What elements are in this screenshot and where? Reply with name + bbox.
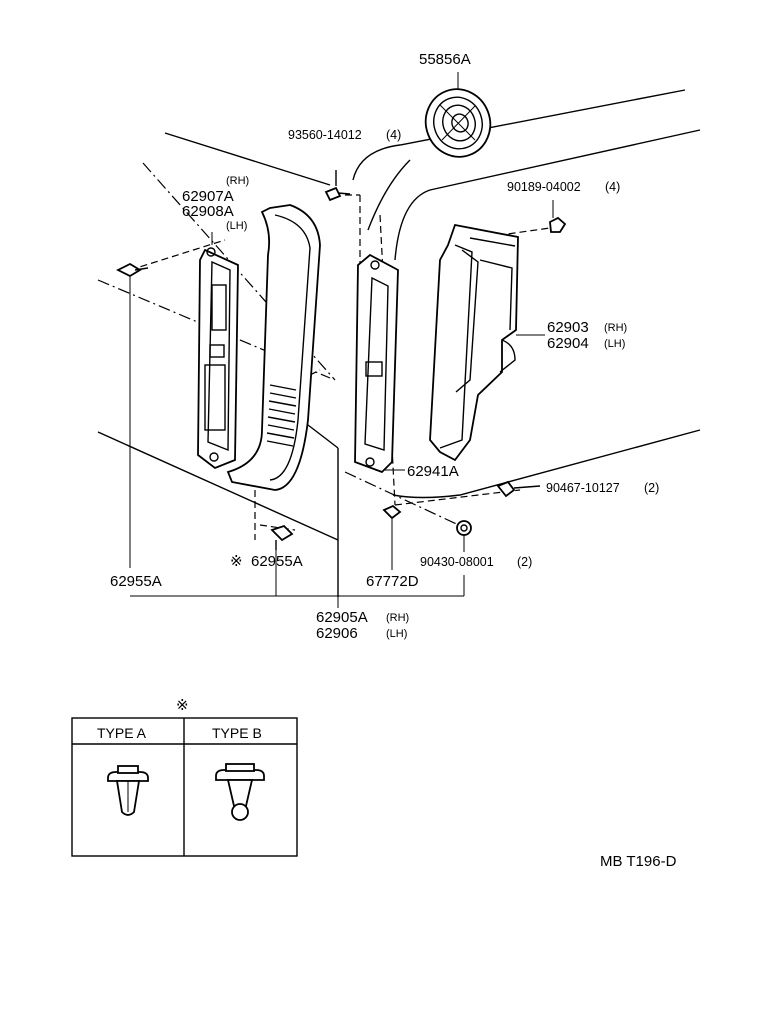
label-trim-rh-tag: (RH)	[386, 612, 409, 624]
label-clip-mark: ※	[230, 553, 243, 570]
label-garnish-lh: 62908A	[182, 203, 234, 220]
reference-code: MB T196-D	[600, 853, 677, 870]
screw-top	[324, 170, 351, 202]
legend-mark: ※	[176, 697, 189, 714]
grille-speaker-cover	[424, 88, 492, 158]
garnish-left	[197, 247, 239, 470]
label-nut: 90430-08001	[420, 555, 494, 569]
clip-center	[270, 524, 294, 550]
legend-type-a: TYPE A	[97, 725, 147, 741]
screw-right	[496, 480, 541, 498]
label-duct-rh-tag: (RH)	[604, 322, 627, 334]
nut-90430	[456, 520, 472, 552]
leader-lines	[129, 72, 545, 608]
label-duct-lh-tag: (LH)	[604, 338, 625, 350]
clip-top-right	[549, 200, 567, 233]
label-clip-top-right-qty: (4)	[605, 180, 620, 194]
label-rh-top: (RH)	[226, 175, 249, 187]
label-clip-top-right: 90189-04002	[507, 180, 581, 194]
air-duct	[429, 223, 519, 462]
label-bracket: 62941A	[407, 463, 459, 480]
type-b-clip-icon	[215, 763, 265, 821]
bracket-frame	[354, 253, 399, 474]
clip-left-top	[115, 262, 149, 278]
clip-67772	[382, 504, 402, 570]
part-labels: 55856A 93560-14012 (4) (RH) 62907A 62908…	[110, 51, 659, 642]
label-screw-right-qty: (2)	[644, 481, 659, 495]
label-trim-lh: 62906	[316, 625, 358, 642]
label-screw-top-qty: (4)	[386, 128, 401, 142]
label-trim-rh: 62905A	[316, 609, 368, 626]
vent-slots	[266, 384, 297, 447]
type-a-clip-icon	[107, 765, 149, 816]
body-outline	[97, 89, 701, 541]
label-clip-67772: 67772D	[366, 573, 419, 590]
label-lh-top: (LH)	[226, 220, 247, 232]
label-clip-left: 62955A	[110, 573, 162, 590]
label-duct-rh: 62903	[547, 319, 589, 336]
legend-type-b: TYPE B	[212, 725, 262, 741]
label-duct-lh: 62904	[547, 335, 589, 352]
clip-type-legend: ※ TYPE A TYPE B	[71, 697, 298, 857]
label-garnish-rh: 62907A	[182, 188, 234, 205]
label-clip-center: 62955A	[251, 553, 303, 570]
label-nut-qty: (2)	[517, 555, 532, 569]
label-grille: 55856A	[419, 51, 471, 68]
label-screw-right: 90467-10127	[546, 481, 620, 495]
trim-cover-panel	[226, 204, 339, 597]
label-screw-top: 93560-14012	[288, 128, 362, 142]
label-trim-lh-tag: (LH)	[386, 628, 407, 640]
